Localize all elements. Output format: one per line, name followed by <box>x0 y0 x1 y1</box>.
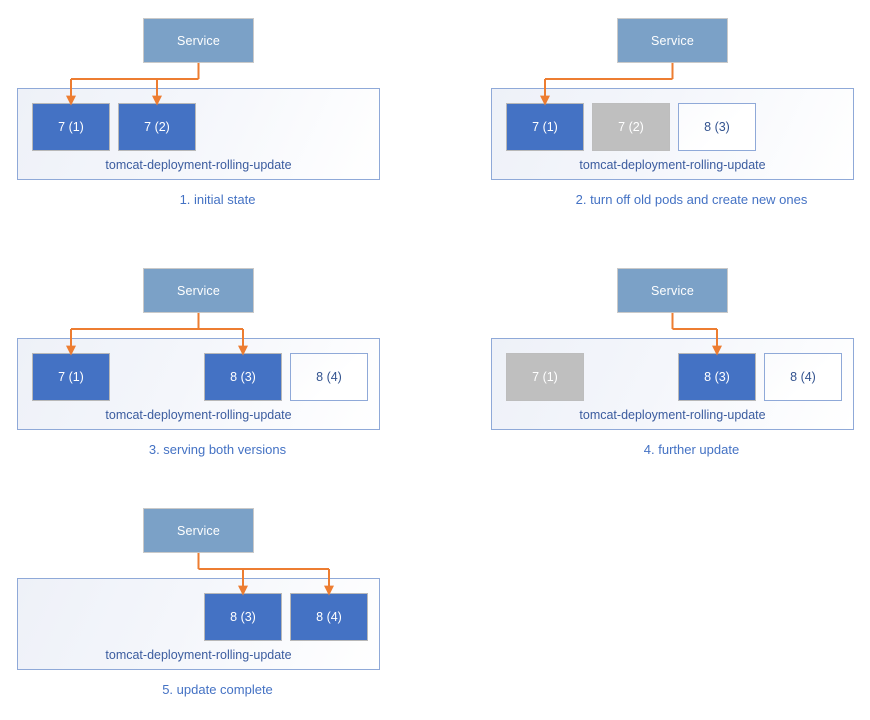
panel-caption: 5. update complete <box>162 682 273 697</box>
pod-box: 8 (4) <box>764 353 842 401</box>
deployment-label: tomcat-deployment-rolling-update <box>579 408 766 422</box>
pod-box: 7 (1) <box>32 103 110 151</box>
service-box: Service <box>617 18 728 63</box>
panel-4: tomcat-deployment-rolling-update 7 (1) 8 (… <box>474 250 870 480</box>
service-box: Service <box>143 508 254 553</box>
panel-caption: 3. serving both versions <box>148 442 287 457</box>
panel-caption: 2. turn off old pods and create new ones <box>575 192 808 207</box>
pod-box: 7 (1) <box>506 353 584 401</box>
pod-box: 8 (3) <box>204 353 282 401</box>
deployment-label: tomcat-deployment-rolling-update <box>105 158 292 172</box>
service-box: Service <box>617 268 728 313</box>
pod-box: 8 (3) <box>204 593 282 641</box>
pod-box: 8 (3) <box>678 103 756 151</box>
pod-box: 7 (1) <box>506 103 584 151</box>
pod-box: 7 (2) <box>592 103 670 151</box>
deployment-label: tomcat-deployment-rolling-update <box>105 408 292 422</box>
panel-2: tomcat-deployment-rolling-update 7 (1)7 (… <box>474 0 870 230</box>
panel-5: tomcat-deployment-rolling-update 8 (3)8 (… <box>0 490 435 720</box>
service-box: Service <box>143 268 254 313</box>
pod-box: 7 (1) <box>32 353 110 401</box>
pod-box: 7 (2) <box>118 103 196 151</box>
pod-box: 8 (4) <box>290 593 368 641</box>
panel-caption: 4. further update <box>643 442 740 457</box>
panel-caption: 1. initial state <box>179 192 256 207</box>
deployment-label: tomcat-deployment-rolling-update <box>579 158 766 172</box>
pod-box: 8 (3) <box>678 353 756 401</box>
pod-box: 8 (4) <box>290 353 368 401</box>
service-box: Service <box>143 18 254 63</box>
deployment-label: tomcat-deployment-rolling-update <box>105 648 292 662</box>
panel-1: tomcat-deployment-rolling-update 7 (1)7 (… <box>0 0 435 230</box>
panel-3: tomcat-deployment-rolling-update 7 (1) 8 (… <box>0 250 435 480</box>
